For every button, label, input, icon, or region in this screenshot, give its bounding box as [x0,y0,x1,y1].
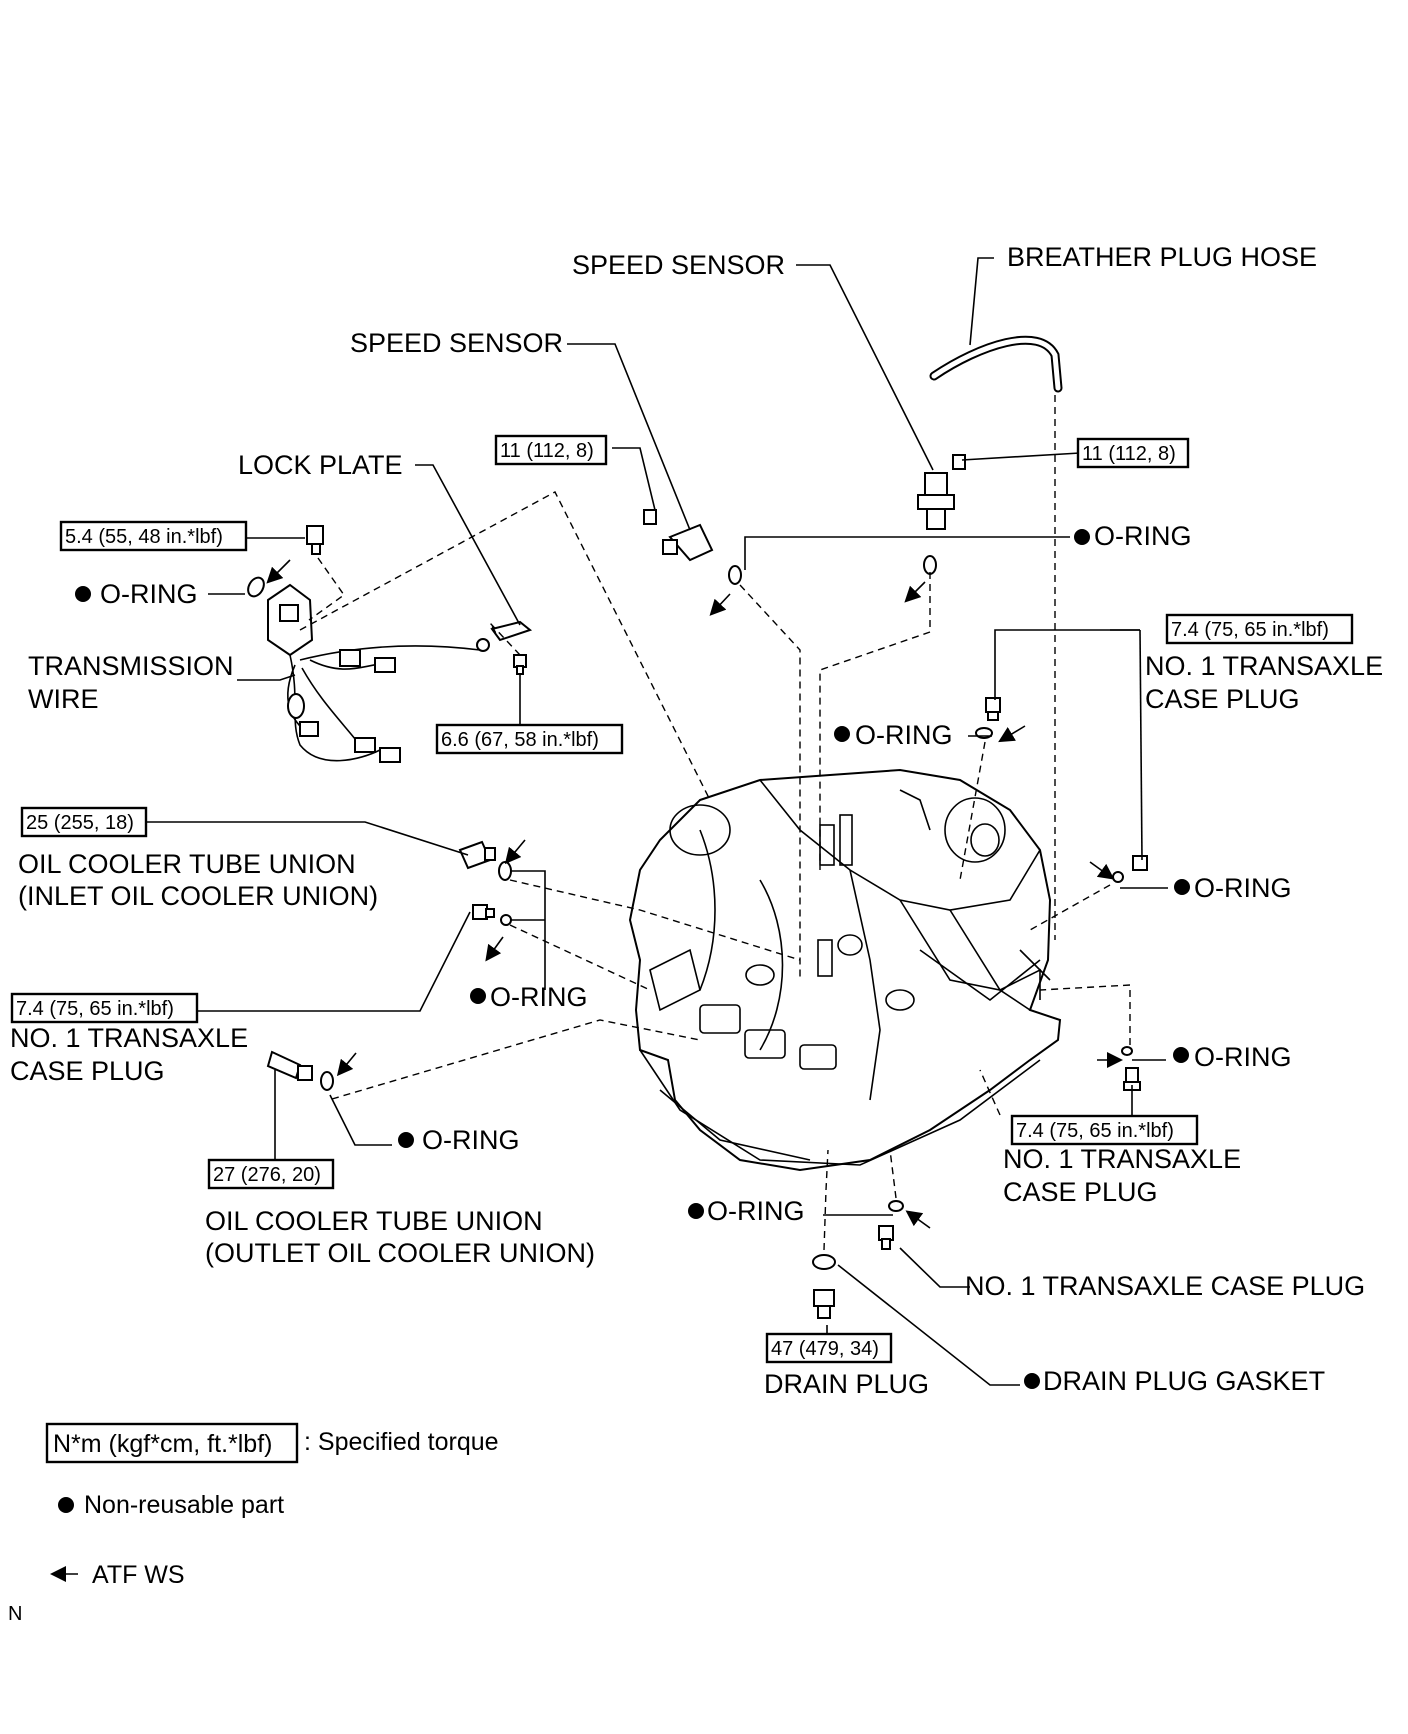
label-oil-cooler-inlet-1: OIL COOLER TUBE UNION [18,849,356,879]
legend-non-reusable: Non-reusable part [84,1491,284,1519]
label-o-ring-bottom: O-RING [707,1196,805,1226]
leader-lines [147,257,1168,1386]
label-speed-sensor-mid: SPEED SENSOR [350,328,563,358]
torque-case-plug-left: 7.4 (75, 65 in.*lbf) [16,998,174,1020]
label-lock-plate: LOCK PLATE [238,450,403,480]
wire-bolt-part [306,525,324,555]
label-o-ring-upper-right: O-RING [1094,521,1192,551]
dashed-assembly-lines [299,395,1131,1251]
lock-plate-bolt-part [513,654,527,675]
label-o-ring-left-low: O-RING [422,1125,520,1155]
label-breather-plug-hose: BREATHER PLUG HOSE [1007,242,1317,272]
label-o-ring-right-low: O-RING [1194,1042,1292,1072]
drain-plug-part [812,1254,836,1319]
label-case-plug-right-top-1: NO. 1 TRANSAXLE [1145,651,1383,681]
torque-inlet-union: 25 (255, 18) [26,812,134,834]
label-oil-cooler-outlet-2: (OUTLET OIL COOLER UNION) [205,1238,595,1268]
label-drain-plug: DRAIN PLUG [764,1369,929,1399]
label-oil-cooler-inlet-2: (INLET OIL COOLER UNION) [18,881,378,911]
label-o-ring-right-mid: O-RING [1194,873,1292,903]
label-drain-plug-gasket: DRAIN PLUG GASKET [1043,1366,1325,1396]
label-case-plug-right-low-2: CASE PLUG [1003,1177,1158,1207]
label-transmission-wire-2: WIRE [28,684,99,714]
torque-lock-plate-bolt: 6.6 (67, 58 in.*lbf) [441,729,599,751]
case-plug-bottom-part [878,1225,894,1250]
transaxle-assembly [628,768,1062,1172]
atf-arrows [50,559,1123,1582]
transmission-wire-illustration [267,583,533,763]
torque-wire-bolt: 5.4 (55, 48 in.*lbf) [65,526,223,548]
torque-boxes: 11 (112, 8) 11 (112, 8) 5.4 (55, 48 in.*… [10,434,1354,1364]
legend-atf: ATF WS [92,1561,185,1589]
label-case-plug-right-top-2: CASE PLUG [1145,684,1300,714]
torque-outlet-union: 27 (276, 20) [213,1164,321,1186]
label-case-plug-left-1: NO. 1 TRANSAXLE [10,1023,248,1053]
label-speed-sensor-top: SPEED SENSOR [572,250,785,280]
label-case-plug-left-2: CASE PLUG [10,1056,165,1086]
part-labels: SPEED SENSOR BREATHER PLUG HOSE SPEED SE… [10,242,1383,1399]
label-o-ring-left: O-RING [100,579,198,609]
speed-sensor-right-part [917,454,966,530]
label-o-ring-center: O-RING [855,720,953,750]
legend-torque-unit: N*m (kgf*cm, ft.*lbf) [53,1430,272,1458]
legend-torque-desc: : Specified torque [304,1428,499,1456]
label-o-ring-left-mid: O-RING [490,982,588,1012]
torque-case-plug-right-top: 7.4 (75, 65 in.*lbf) [1171,619,1329,641]
speed-sensor-left-part [643,509,714,562]
case-plug-left-part [472,904,495,920]
label-transmission-wire-1: TRANSMISSION [28,651,234,681]
torque-speed-sensor-right: 11 (112, 8) [1082,443,1176,465]
label-case-plug-bottom: NO. 1 TRANSAXLE CASE PLUG [965,1271,1365,1301]
non-reusable-dots [58,529,1190,1513]
case-plug-right-mid-part [1132,855,1148,871]
torque-drain-plug: 47 (479, 34) [771,1338,879,1360]
label-case-plug-right-low-1: NO. 1 TRANSAXLE [1003,1144,1241,1174]
corner-mark: N [8,1603,22,1625]
case-plug-upper-right-part [985,697,1001,721]
o-ring-shapes [247,555,1133,1212]
breather-plug-hose-part [929,335,1063,393]
label-oil-cooler-outlet-1: OIL COOLER TUBE UNION [205,1206,543,1236]
torque-case-plug-right-low: 7.4 (75, 65 in.*lbf) [1016,1120,1174,1142]
legend: N*m (kgf*cm, ft.*lbf) : Specified torque… [45,1422,499,1589]
torque-speed-sensor-left: 11 (112, 8) [500,440,594,462]
inlet-union-part [458,840,496,870]
outlet-union-part [266,1050,313,1081]
